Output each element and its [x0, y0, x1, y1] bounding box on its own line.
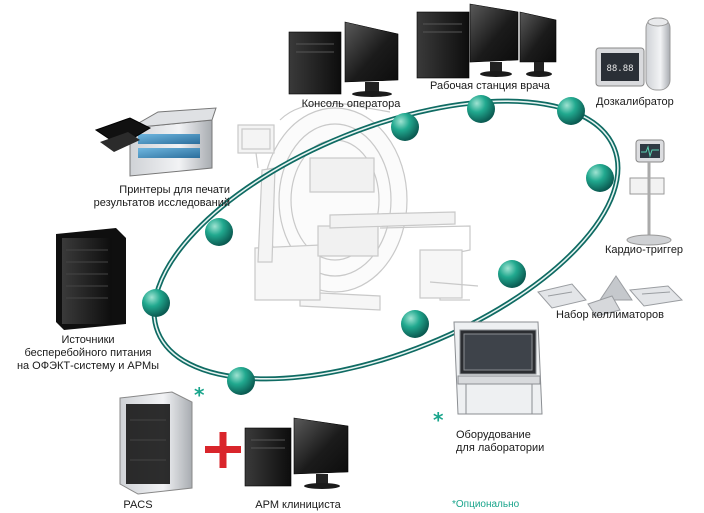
ring-node — [227, 367, 255, 395]
collimators-icon — [537, 275, 684, 317]
dose-calibrator-icon: 88.88 — [595, 17, 671, 91]
ring-node — [467, 95, 495, 123]
collimators-label: Набор коллиматоров — [556, 309, 664, 321]
ring-node — [142, 289, 170, 317]
optional-star-lab: * — [433, 408, 444, 432]
legend-text: Опционально — [455, 499, 520, 510]
operator-console-label: Консоль оператора — [301, 98, 401, 110]
legend-star: * — [452, 499, 456, 510]
physician-workstation-label: Рабочая станция врача — [430, 80, 550, 92]
lab-equipment-label: Оборудование для лаборатории — [456, 429, 545, 454]
cardio-trigger-icon — [626, 139, 672, 246]
cardio-trigger-label: Кардио-триггер — [605, 244, 684, 256]
physician-workstation-icon — [416, 3, 557, 79]
spect-scanner-drawing — [237, 102, 479, 311]
ring-node — [586, 164, 614, 192]
printers-label: Принтеры для печати результатов исследов… — [93, 184, 230, 209]
network-ring — [151, 98, 621, 382]
optional-star-pacs: * — [194, 383, 205, 407]
operator-console-icon — [288, 21, 399, 97]
ring-node — [498, 260, 526, 288]
clinician-workstation-label: АРМ клинициста — [255, 499, 341, 511]
optional-legend: *Опционально — [452, 499, 519, 510]
ups-label: Источники бесперебойного питания на ОФЭК… — [16, 334, 160, 372]
ring-nodes — [142, 95, 614, 395]
ring-node — [391, 113, 419, 141]
clinician-workstation-icon — [244, 417, 349, 489]
printers-icon — [94, 107, 217, 177]
pacs-label: PACS — [123, 499, 153, 511]
plus-icon — [205, 432, 241, 468]
ring-node — [557, 97, 585, 125]
ring-node — [401, 310, 429, 338]
lab-equipment-icon — [453, 321, 543, 415]
ups-icon — [56, 228, 126, 330]
dose-calibrator-label: Дозкалибратор — [596, 96, 674, 108]
pacs-icon — [119, 391, 193, 495]
dose-calibrator-display: 88.88 — [606, 64, 633, 74]
ring-node — [205, 218, 233, 246]
